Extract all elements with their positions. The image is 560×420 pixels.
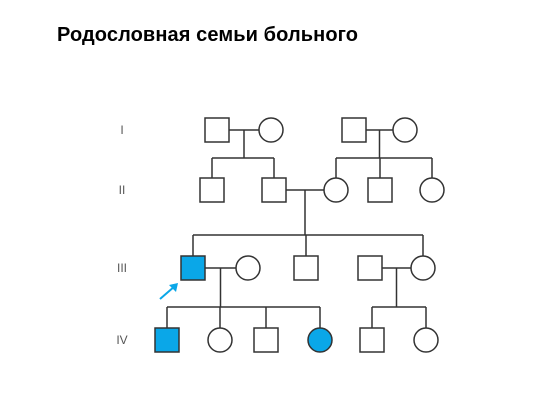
female-symbol <box>413 327 439 353</box>
generation-label: IV <box>116 333 127 347</box>
generation-label: III <box>117 261 127 275</box>
female-affected-symbol <box>307 327 333 353</box>
female-symbol <box>258 117 284 143</box>
page-title: Родословная семьи больного <box>57 24 359 46</box>
female-symbol <box>207 327 233 353</box>
female-symbol <box>410 255 436 281</box>
generation-label: I <box>120 123 123 137</box>
individuals <box>154 117 445 353</box>
male-symbol <box>293 255 319 281</box>
male-symbol <box>261 177 287 203</box>
male-affected-symbol <box>180 255 206 281</box>
male-symbol <box>341 117 367 143</box>
male-symbol <box>253 327 279 353</box>
male-affected-symbol <box>154 327 180 353</box>
male-symbol <box>204 117 230 143</box>
female-symbol <box>323 177 349 203</box>
male-symbol <box>357 255 383 281</box>
female-symbol <box>392 117 418 143</box>
connection-lines <box>166 129 433 328</box>
female-symbol <box>235 255 261 281</box>
male-symbol <box>199 177 225 203</box>
generation-label: II <box>119 183 126 197</box>
male-symbol <box>359 327 385 353</box>
proband-arrowhead-icon <box>169 283 178 292</box>
male-symbol <box>367 177 393 203</box>
proband-marker <box>159 283 178 300</box>
female-symbol <box>419 177 445 203</box>
